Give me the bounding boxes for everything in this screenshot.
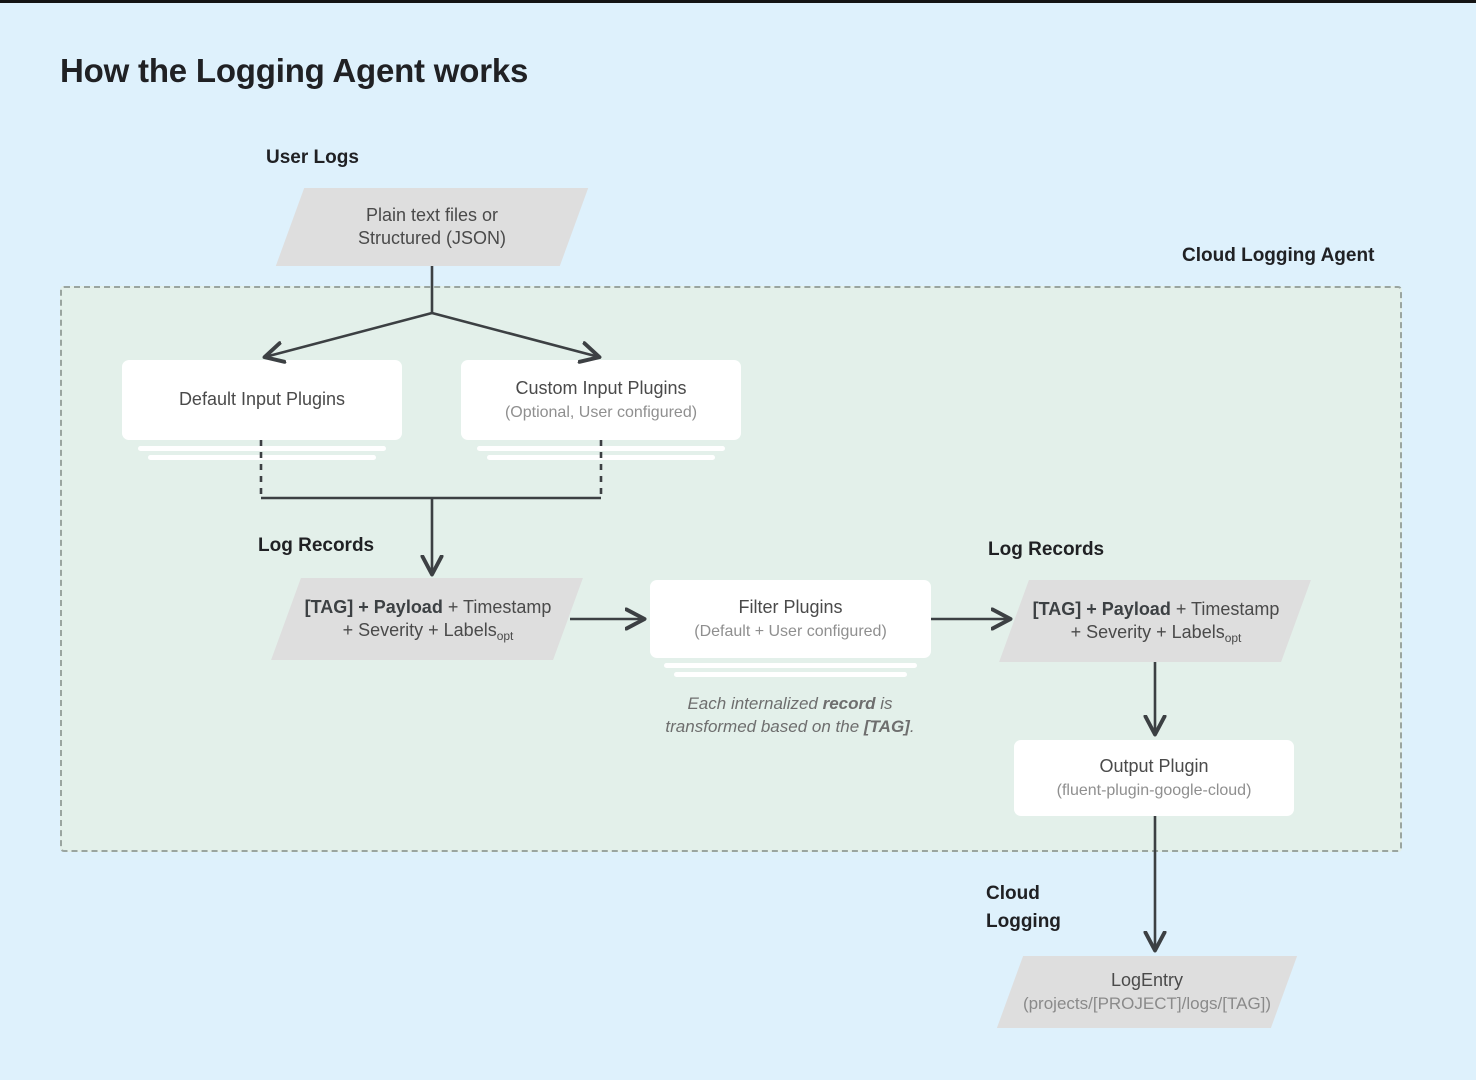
node-log-record-right: [TAG] + Payload + Timestamp + Severity +…	[998, 580, 1314, 662]
caption-transform-note: Each internalized record is transformed …	[625, 692, 955, 739]
node-output-plugin[interactable]: Output Plugin (fluent-plugin-google-clou…	[1014, 740, 1294, 816]
node-filter-plugins[interactable]: Filter Plugins (Default + User configure…	[650, 580, 931, 658]
log-record-left-opt: opt	[496, 629, 514, 643]
caption-line1-a: Each internalized	[687, 694, 823, 713]
custom-input-plugins-deck-1	[477, 446, 725, 451]
log-record-right-severity-labels: + Severity + Labels	[1070, 622, 1225, 642]
caption-line2-a: transformed based on the	[665, 717, 864, 737]
filter-plugins-deck-2	[674, 672, 907, 677]
custom-input-plugins-title: Custom Input Plugins	[515, 377, 687, 398]
log-record-right-line2: + Severity + Labelsopt	[1070, 621, 1242, 645]
default-input-plugins-deck-1	[138, 446, 386, 451]
label-cloud-logging-line1: Cloud	[986, 883, 1040, 904]
top-edge-bar	[0, 0, 1476, 3]
log-entry-title: LogEntry	[1110, 970, 1184, 991]
filter-plugins-subtitle: (Default + User configured)	[694, 623, 887, 641]
label-log-records-right: Log Records	[988, 539, 1105, 560]
log-record-right-timestamp: + Timestamp	[1170, 598, 1280, 619]
filter-plugins-title: Filter Plugins	[738, 596, 843, 617]
log-record-left-severity-labels: + Severity + Labels	[342, 620, 497, 640]
user-logs-line1: Plain text files or	[365, 204, 499, 225]
log-record-right-tag-payload: [TAG] + Payload	[1032, 598, 1171, 619]
caption-line1-record: record	[822, 694, 876, 713]
custom-input-plugins-deck-2	[487, 455, 715, 460]
node-default-input-plugins[interactable]: Default Input Plugins	[122, 360, 402, 440]
node-log-entry: LogEntry (projects/[PROJECT]/logs/[TAG])	[994, 956, 1300, 1028]
output-plugin-subtitle: (fluent-plugin-google-cloud)	[1056, 782, 1252, 800]
log-record-right-opt: opt	[1224, 631, 1242, 645]
label-cloud-logging: Cloud Logging	[986, 880, 1061, 935]
custom-input-plugins-subtitle: (Optional, User configured)	[504, 404, 698, 422]
log-record-left-tag-payload: [TAG] + Payload	[304, 596, 443, 617]
label-cloud-logging-agent: Cloud Logging Agent	[1182, 245, 1375, 266]
log-record-right-line1: [TAG] + Payload + Timestamp	[1033, 598, 1280, 621]
default-input-plugins-title: Default Input Plugins	[178, 389, 346, 410]
log-record-left-timestamp: + Timestamp	[442, 596, 552, 617]
caption-line2-tag: [TAG]	[863, 717, 910, 737]
label-user-logs: User Logs	[266, 147, 359, 168]
caption-line2-c: .	[909, 717, 915, 737]
page-title: How the Logging Agent works	[60, 52, 529, 89]
default-input-plugins-deck-2	[148, 455, 376, 460]
caption-line1-c: is	[875, 694, 893, 713]
log-entry-path: (projects/[PROJECT]/logs/[TAG])	[1022, 993, 1272, 1013]
label-log-records-left: Log Records	[258, 535, 375, 556]
node-custom-input-plugins[interactable]: Custom Input Plugins (Optional, User con…	[461, 360, 741, 440]
label-cloud-logging-line2: Logging	[986, 910, 1061, 932]
filter-plugins-deck-1	[664, 663, 917, 668]
log-record-left-line2: + Severity + Labelsopt	[342, 619, 514, 643]
node-log-record-left: [TAG] + Payload + Timestamp + Severity +…	[270, 578, 586, 660]
output-plugin-title: Output Plugin	[1099, 755, 1209, 776]
log-record-left-line1: [TAG] + Payload + Timestamp	[305, 596, 552, 619]
node-user-logs-source: Plain text files or Structured (JSON)	[290, 188, 574, 266]
user-logs-line2: Structured (JSON)	[357, 228, 507, 248]
